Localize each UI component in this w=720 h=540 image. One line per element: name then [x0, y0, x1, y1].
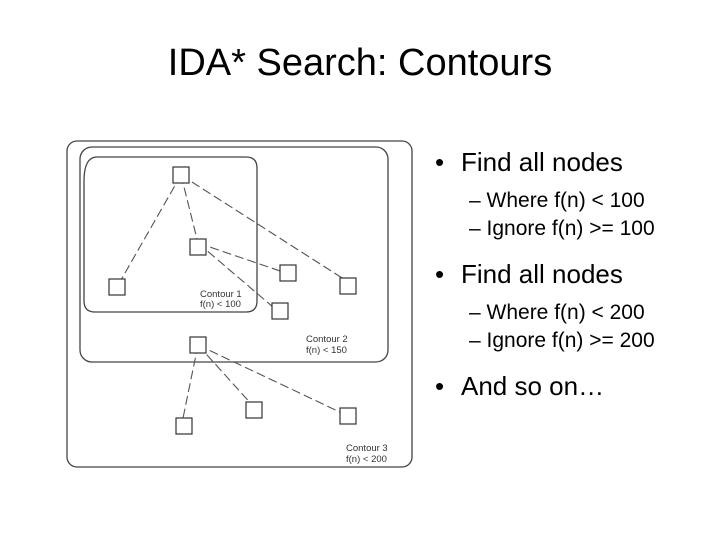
edge	[116, 174, 182, 288]
sub-bullet-item: – Where f(n) < 100	[469, 189, 645, 212]
contour-diagram: Contour 1 f(n) < 100 Contour 2 f(n) < 15…	[60, 135, 420, 475]
slide-title: IDA* Search: Contours	[167, 42, 553, 84]
sub-bullet-item: – Where f(n) < 200	[469, 301, 645, 324]
edge	[181, 344, 199, 424]
bullet-text: And so on…	[461, 371, 605, 401]
bullet-item: • Find all nodes	[435, 257, 715, 291]
contour-2-name: Contour 2	[306, 334, 348, 345]
contour-1-condition: f(n) < 100	[200, 299, 241, 310]
node	[175, 417, 193, 435]
node-root	[172, 166, 190, 184]
edge	[197, 242, 287, 274]
bullet-glyph: •	[435, 147, 445, 177]
node	[108, 278, 126, 296]
bullet-list: • Find all nodes – Where f(n) < 100 – Ign…	[435, 145, 715, 403]
contour-3-name: Contour 3	[346, 443, 388, 454]
contour-1-boundary	[83, 156, 258, 313]
node	[189, 336, 207, 354]
bullet-text: Find all nodes	[461, 259, 623, 289]
node	[245, 401, 263, 419]
contour-3-boundary	[66, 140, 413, 468]
edge	[197, 344, 345, 415]
contour-1-name: Contour 1	[200, 289, 242, 300]
node	[339, 277, 357, 295]
contour-2-boundary	[79, 146, 389, 363]
bullet-item: • And so on…	[435, 369, 715, 403]
bullet-item: • Find all nodes	[435, 145, 715, 179]
search-tree-edges	[116, 174, 351, 424]
edge	[197, 242, 281, 314]
bullet-text: Find all nodes	[461, 147, 623, 177]
contour-2-condition: f(n) < 150	[306, 345, 347, 356]
bullet-glyph: •	[435, 259, 445, 289]
node	[189, 238, 207, 256]
bullet-glyph: •	[435, 371, 445, 401]
sub-bullet-item: – Ignore f(n) >= 100	[469, 217, 655, 240]
node	[339, 407, 357, 425]
edge	[197, 344, 255, 408]
search-tree-nodes	[108, 166, 357, 435]
edge	[180, 174, 351, 284]
contour-3-condition: f(n) < 200	[346, 454, 387, 465]
node	[279, 264, 297, 282]
sub-bullet-item: – Ignore f(n) >= 200	[469, 329, 655, 352]
node	[271, 302, 289, 320]
edge	[180, 174, 199, 244]
contour-diagram-svg: Contour 1 f(n) < 100 Contour 2 f(n) < 15…	[66, 140, 413, 468]
